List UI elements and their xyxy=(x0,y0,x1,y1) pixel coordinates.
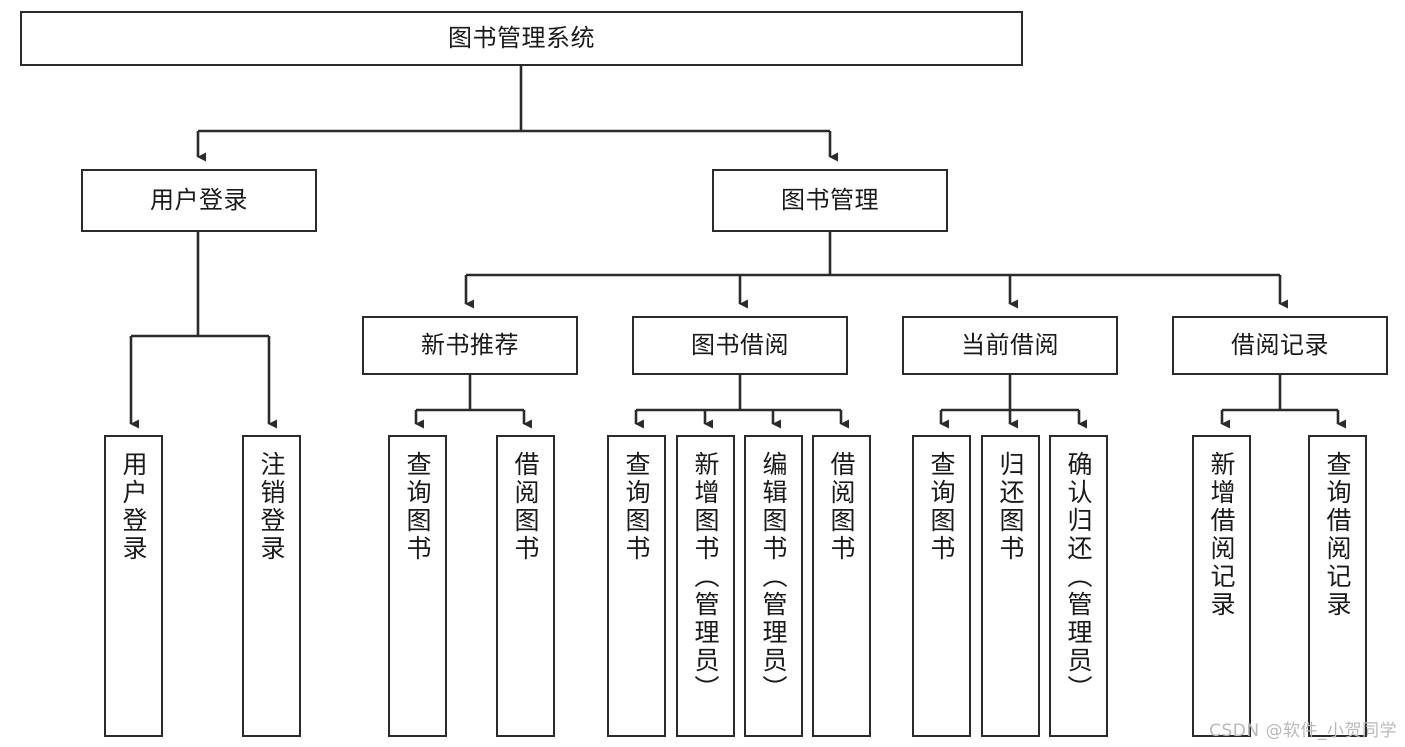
leaf-borrow-book-borrow[interactable]: 借阅图书 xyxy=(812,435,871,737)
leaf-add-book-admin[interactable]: 新增图书（管理员） xyxy=(676,435,735,737)
node-label: 借阅图书 xyxy=(827,451,856,563)
node-label: 查询借阅记录 xyxy=(1323,451,1352,619)
node-label: 归还图书 xyxy=(996,451,1025,563)
node-label: 用户登录 xyxy=(150,186,248,215)
node-label: 确认归还（管理员） xyxy=(1064,451,1093,703)
leaf-edit-book-admin[interactable]: 编辑图书（管理员） xyxy=(744,435,803,737)
node-label: 新增图书（管理员） xyxy=(691,451,720,703)
node-label: 用户登录 xyxy=(119,451,148,563)
node-label: 图书管理 xyxy=(781,186,879,215)
node-label: 查询图书 xyxy=(403,451,432,563)
leaf-confirm-return-admin[interactable]: 确认归还（管理员） xyxy=(1049,435,1108,737)
leaf-return-book[interactable]: 归还图书 xyxy=(981,435,1040,737)
node-label: 图书借阅 xyxy=(691,331,789,360)
leaf-query-book-current[interactable]: 查询图书 xyxy=(912,435,971,737)
node-label: 查询图书 xyxy=(927,451,956,563)
node-label: 查询图书 xyxy=(622,451,651,563)
leaf-logout-login[interactable]: 注销登录 xyxy=(242,435,301,737)
leaf-query-book-recommend[interactable]: 查询图书 xyxy=(388,435,447,737)
node-label: 新增借阅记录 xyxy=(1207,451,1236,619)
node-label: 新书推荐 xyxy=(421,331,519,360)
node-new-book-recommend[interactable]: 新书推荐 xyxy=(362,316,578,375)
node-label: 编辑图书（管理员） xyxy=(759,451,788,703)
node-borrow-record[interactable]: 借阅记录 xyxy=(1172,316,1388,375)
node-current-borrow[interactable]: 当前借阅 xyxy=(902,316,1118,375)
leaf-user-login[interactable]: 用户登录 xyxy=(104,435,163,737)
node-label: 注销登录 xyxy=(257,451,286,563)
node-user-login[interactable]: 用户登录 xyxy=(81,169,317,232)
leaf-add-borrow-record[interactable]: 新增借阅记录 xyxy=(1192,435,1251,737)
leaf-query-borrow-record[interactable]: 查询借阅记录 xyxy=(1308,435,1367,737)
node-label: 借阅记录 xyxy=(1231,331,1329,360)
node-label: 图书管理系统 xyxy=(448,24,595,53)
node-book-management[interactable]: 图书管理 xyxy=(712,169,948,232)
leaf-query-book-borrow[interactable]: 查询图书 xyxy=(607,435,666,737)
node-label: 当前借阅 xyxy=(961,331,1059,360)
node-label: 借阅图书 xyxy=(511,451,540,563)
node-book-borrow[interactable]: 图书借阅 xyxy=(632,316,848,375)
leaf-borrow-book-recommend[interactable]: 借阅图书 xyxy=(496,435,555,737)
node-root-system[interactable]: 图书管理系统 xyxy=(20,11,1023,66)
